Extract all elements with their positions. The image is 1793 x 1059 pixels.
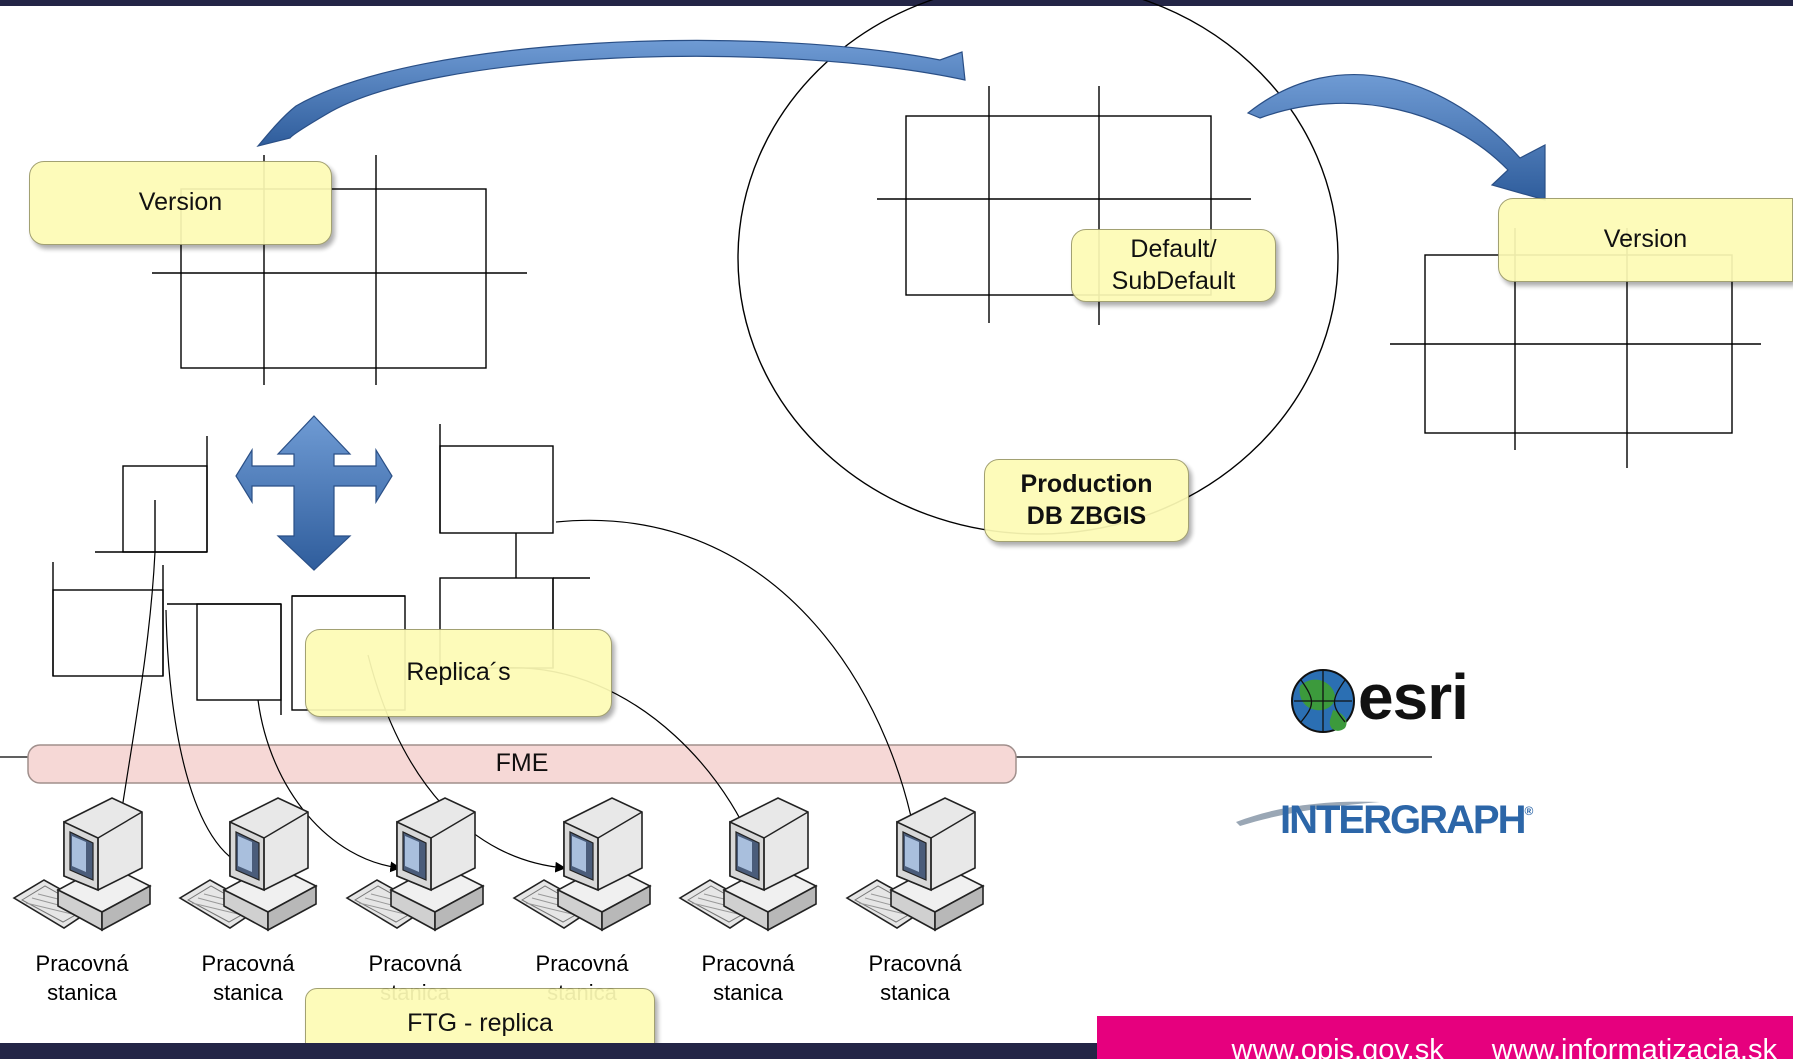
workstation-label: Pracovná stanica — [868, 951, 962, 1005]
esri-globe-icon — [1291, 669, 1355, 733]
footer-links-bar: www.opis.gov.sk www.informatizacia.sk — [1097, 1016, 1793, 1059]
intergraph-swoosh — [1236, 801, 1380, 826]
esri-wordmark: esri — [1358, 661, 1469, 733]
top-frame-bar — [0, 0, 1793, 6]
bidirectional-sync-arrow — [235, 415, 393, 571]
arrow-default-to-right-version — [1246, 73, 1546, 201]
footer-link-opis[interactable]: www.opis.gov.sk — [1231, 1034, 1444, 1059]
replicas-box: Replica´s — [305, 629, 612, 717]
intergraph-trademark: ® — [1524, 804, 1533, 818]
workstation-label: Pracovná stanica — [35, 951, 129, 1005]
version-left-grid — [152, 155, 527, 385]
replica-network-grid — [52, 424, 590, 715]
default-subdefault-box: Default/ SubDefault — [1071, 229, 1276, 302]
workstation-label: Pracovná stanica — [701, 951, 795, 1005]
version-left-box: Version — [29, 161, 332, 245]
version-right-box: Version — [1498, 198, 1793, 282]
fme-label-box: FME — [495, 749, 549, 778]
production-db-box: Production DB ZBGIS — [984, 459, 1189, 542]
footer-link-informatizacia[interactable]: www.informatizacia.sk — [1491, 1034, 1777, 1059]
arrow-default-to-left-version — [256, 39, 966, 148]
intergraph-logo: INTERGRAPH® — [1280, 798, 1533, 843]
esri-logo: esri — [1358, 660, 1469, 734]
fme-bar-shape — [27, 744, 1017, 784]
workstation-label: Pracovná stanica — [201, 951, 295, 1005]
workstation-computers — [13, 797, 984, 931]
intergraph-wordmark: INTERGRAPH — [1280, 798, 1526, 842]
